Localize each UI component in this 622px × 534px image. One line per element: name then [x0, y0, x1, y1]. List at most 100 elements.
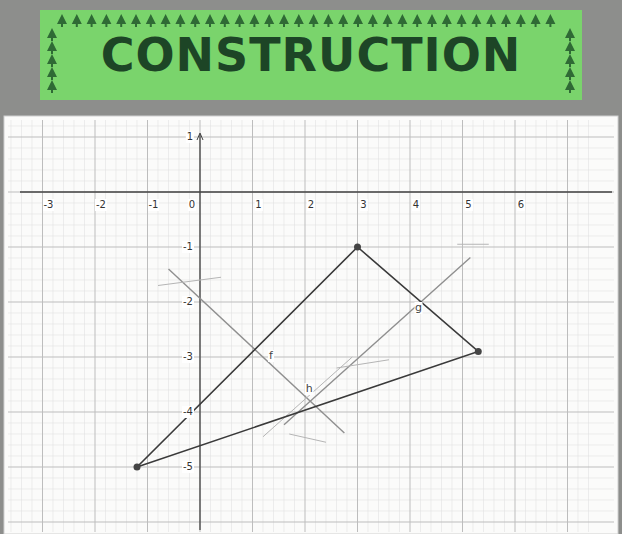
tree-icon: [264, 14, 274, 27]
major-grid-line: [567, 120, 568, 532]
major-grid-line: [8, 412, 614, 413]
x-axis: [20, 191, 612, 192]
minor-grid-line: [8, 170, 614, 171]
tree-icon: [116, 14, 126, 27]
minor-grid-line: [8, 126, 614, 127]
axis-arrow: [197, 133, 203, 140]
minor-grid-line: [21, 120, 22, 532]
axis-number: -2: [95, 199, 107, 211]
minor-grid-line: [8, 291, 614, 292]
minor-grid-line: [483, 120, 484, 532]
axis-number: -4: [182, 406, 194, 418]
minor-grid-line: [8, 511, 614, 512]
tree-icon: [323, 14, 333, 27]
point-label: h: [305, 383, 314, 395]
minor-grid-line: [8, 379, 614, 380]
axis-number: -2: [182, 296, 194, 308]
minor-grid-line: [8, 423, 614, 424]
construction-line: [263, 357, 352, 437]
tree-icon: [471, 14, 481, 27]
minor-grid-line: [8, 489, 614, 490]
axis-number: -3: [43, 199, 55, 211]
minor-grid-line: [8, 478, 614, 479]
minor-grid-line: [8, 445, 614, 446]
major-grid-line: [42, 120, 43, 532]
minor-grid-line: [168, 120, 169, 532]
minor-grid-line: [8, 280, 614, 281]
minor-grid-line: [158, 120, 159, 532]
banner: [40, 10, 582, 100]
minor-grid-line: [8, 159, 614, 160]
axis-number: -1: [148, 199, 160, 211]
construction-lines: [158, 244, 489, 442]
grid: [8, 120, 614, 532]
tree-icon: [353, 14, 363, 27]
minor-grid-line: [368, 120, 369, 532]
point-label: f: [268, 350, 274, 362]
construction-line: [457, 244, 489, 245]
minor-grid-line: [8, 258, 614, 259]
minor-grid-line: [494, 120, 495, 532]
tree-icon: [101, 14, 111, 27]
minor-grid-line: [420, 120, 421, 532]
minor-grid-line: [8, 313, 614, 314]
minor-grid-line: [389, 120, 390, 532]
major-grid-line: [8, 192, 614, 193]
minor-grid-line: [347, 120, 348, 532]
minor-grid-line: [399, 120, 400, 532]
banner-title: CONSTRUCTION: [60, 26, 562, 84]
minor-grid-line: [8, 269, 614, 270]
minor-grid-line: [315, 120, 316, 532]
major-grid-line: [462, 120, 463, 532]
minor-grid-line: [525, 120, 526, 532]
minor-grid-line: [8, 148, 614, 149]
minor-grid-line: [441, 120, 442, 532]
graph-paper: [4, 116, 618, 534]
tree-icon: [457, 14, 467, 27]
tree-icon: [412, 14, 422, 27]
tree-icon: [531, 14, 541, 27]
tree-icon: [294, 14, 304, 27]
tree-icon: [279, 14, 289, 27]
minor-grid-line: [126, 120, 127, 532]
minor-grid-line: [273, 120, 274, 532]
major-grid-line: [410, 120, 411, 532]
tree-icon: [249, 14, 259, 27]
tree-icon: [501, 14, 511, 27]
tree-icon: [161, 14, 171, 27]
triangle: [137, 247, 478, 467]
tree-icon: [57, 14, 67, 27]
minor-grid-line: [557, 120, 558, 532]
tree-icon: [72, 14, 82, 27]
minor-grid-line: [378, 120, 379, 532]
minor-grid-line: [8, 181, 614, 182]
major-grid-line: [305, 120, 306, 532]
minor-grid-line: [8, 434, 614, 435]
tree-icon: [565, 54, 575, 67]
tree-icon: [565, 67, 575, 80]
tree-icon: [87, 14, 97, 27]
tree-icon: [383, 14, 393, 27]
axis-number: 5: [464, 199, 472, 211]
tree-icon: [397, 14, 407, 27]
minor-grid-line: [536, 120, 537, 532]
tree-icon: [47, 80, 57, 93]
minor-grid-line: [8, 324, 614, 325]
tree-icon: [47, 28, 57, 41]
minor-grid-line: [8, 225, 614, 226]
tree-icon: [220, 14, 230, 27]
minor-grid-line: [263, 120, 264, 532]
major-grid-line: [8, 247, 614, 248]
minor-grid-line: [452, 120, 453, 532]
minor-grid-line: [431, 120, 432, 532]
axis-number: -5: [182, 461, 194, 473]
minor-grid-line: [284, 120, 285, 532]
minor-grid-line: [231, 120, 232, 532]
minor-grid-line: [63, 120, 64, 532]
major-grid-line: [8, 137, 614, 138]
minor-grid-line: [8, 346, 614, 347]
minor-grid-line: [116, 120, 117, 532]
tree-icon: [565, 80, 575, 93]
minor-grid-line: [504, 120, 505, 532]
minor-grid-line: [546, 120, 547, 532]
